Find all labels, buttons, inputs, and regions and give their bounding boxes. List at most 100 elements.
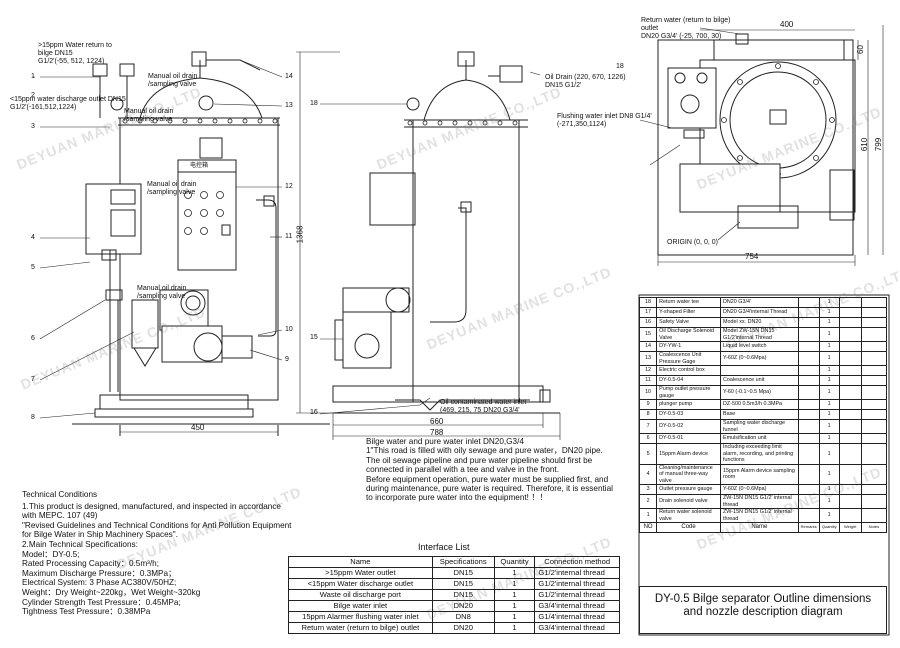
bom-cell: DY-0.5-04: [656, 375, 722, 386]
bom-cell: Sampling water discharge funnel: [720, 419, 799, 434]
bom-cell: [797, 433, 820, 444]
bom-header-cell: Quantity: [818, 522, 840, 533]
bom-cell: [797, 385, 820, 400]
bom-cell: DY-0.5-03: [656, 409, 722, 420]
bom-cell: 1: [818, 433, 840, 444]
bom-cell: [860, 317, 888, 328]
callout-oily-water-inlet: Oil contaminated water inlet (469, 215, …: [440, 399, 527, 414]
item-number: 12: [285, 183, 293, 190]
bom-cell: [838, 365, 862, 376]
bom-cell: Base: [720, 409, 799, 420]
bom-cell: 1: [818, 327, 840, 342]
callout-sampling-valve-1: Manual oil drain /sampling valve: [148, 73, 198, 88]
item-number: 16: [310, 409, 318, 416]
bom-cell: [797, 307, 820, 318]
bom-cell: [797, 297, 820, 308]
bom-cell: 1: [818, 307, 840, 318]
bom-cell: Oil Discharge Solenoid Valve: [656, 327, 722, 342]
bom-header-cell: NO: [638, 522, 658, 533]
bom-cell: 1: [818, 409, 840, 420]
bom-cell: DN20 G3/4': [720, 297, 799, 308]
bom-cell: Drain solenoid valve: [656, 494, 722, 509]
dimension-height: 799: [874, 137, 884, 152]
drawing-subtitle: and nozzle description diagram: [683, 606, 843, 618]
bom-cell: [838, 385, 862, 400]
callout-sampling-valve-3: Manual oil drain /sampling valve: [147, 181, 197, 196]
item-number: 18: [310, 100, 318, 107]
bom-cell: [797, 443, 820, 465]
bom-cell: Return water tee: [656, 297, 722, 308]
bom-cell: [838, 494, 862, 509]
bom-cell: [860, 399, 888, 410]
bom-cell: 10: [638, 385, 658, 400]
bom-header-cell: Notes: [860, 522, 888, 533]
bom-cell: [797, 341, 820, 352]
bom-cell: 3: [638, 484, 658, 495]
bom-cell: 1: [818, 297, 840, 308]
bom-cell: [797, 375, 820, 386]
bom-header-cell: Remarks: [797, 522, 820, 533]
bom-cell: Return water solenoid valve: [656, 508, 722, 523]
origin-label: ORIGIN (0, 0, 0): [667, 239, 718, 246]
bom-cell: [797, 317, 820, 328]
bom-cell: 12: [638, 365, 658, 376]
bom-cell: DY-YW-1: [656, 341, 722, 352]
bom-cell: ZW-15N DN15 G1/2' internal thread: [720, 508, 799, 523]
bom-cell: [860, 433, 888, 444]
bom-cell: 1: [818, 494, 840, 509]
bom-cell: 1: [818, 375, 840, 386]
bom-cell: Outlet pressure gauge: [656, 484, 722, 495]
interface-table: Name Specifications Quantity Connection …: [288, 556, 620, 634]
bom-cell: [838, 409, 862, 420]
bom-cell: 13: [638, 351, 658, 366]
bom-cell: Electric control box: [656, 365, 722, 376]
callout-sampling-valve-4: Manual oil drain /sampling valve: [137, 285, 187, 300]
bom-cell: [720, 365, 799, 376]
bom-cell: [860, 409, 888, 420]
bom-cell: [860, 508, 888, 523]
bom-cell: [797, 419, 820, 434]
bom-cell: Safety Valve: [656, 317, 722, 328]
bom-cell: Y-60 (-0.1~0.5 Mpa): [720, 385, 799, 400]
callout-discharge-outlet: <15ppm water discharge outlet DN15 G1/2'…: [10, 96, 126, 111]
bom-cell: [838, 419, 862, 434]
bom-cell: [838, 484, 862, 495]
bom-cell: 1: [818, 365, 840, 376]
bom-cell: Model xx. DN20: [720, 317, 799, 328]
item-number: 3: [31, 123, 35, 130]
bom-cell: 7: [638, 419, 658, 434]
bom-cell: [860, 443, 888, 465]
bom-cell: [860, 484, 888, 495]
bom-cell: [797, 484, 820, 495]
bom-cell: [838, 327, 862, 342]
bom-cell: DY-0.5-01: [656, 433, 722, 444]
item-number: 13: [285, 102, 293, 109]
bom-cell: [797, 351, 820, 366]
bom-cell: [838, 433, 862, 444]
bom-cell: [797, 508, 820, 523]
bom-cell: [838, 297, 862, 308]
bom-cell: [838, 508, 862, 523]
item-number: 11: [285, 233, 293, 240]
bom-cell: 1: [818, 508, 840, 523]
bom-cell: 15: [638, 327, 658, 342]
bom-cell: 1: [638, 508, 658, 523]
bom-cell: Coalescence Unit Pressure Gage: [656, 351, 722, 366]
item-number: 18: [616, 63, 624, 70]
drawing-title: DY-0.5 Bilge separator Outline dimension…: [654, 593, 872, 605]
bom-cell: 1: [818, 443, 840, 465]
dimension-height: 610: [860, 137, 870, 152]
